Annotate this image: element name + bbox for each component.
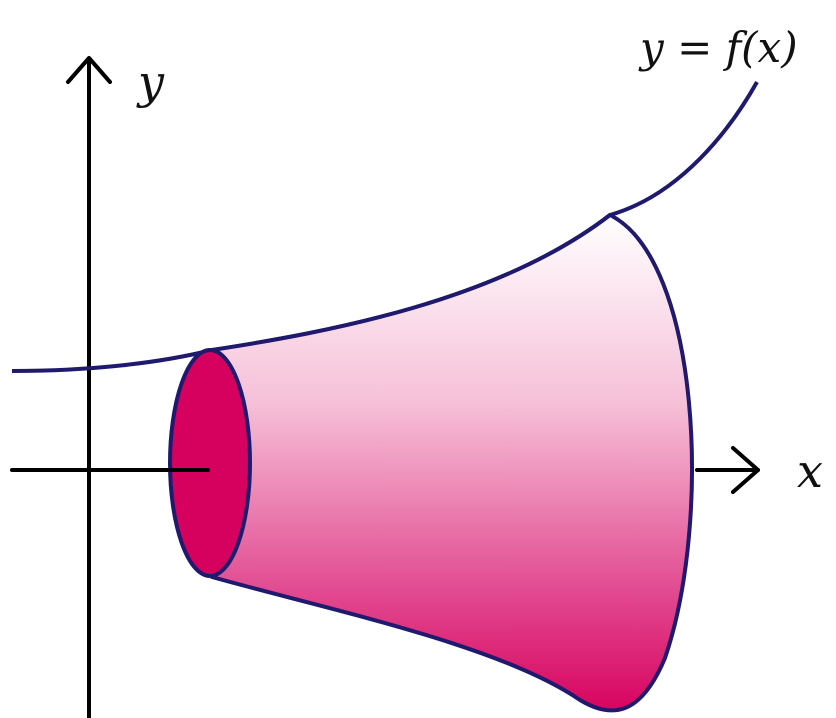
curve-label: y = f(x)	[638, 23, 798, 72]
arrow-up-icon	[66, 56, 112, 84]
end-disk	[168, 348, 252, 578]
arrow-right-icon	[731, 446, 760, 494]
x-axis-label: x	[797, 444, 823, 498]
y-axis-label: y	[136, 55, 165, 109]
solid-body	[210, 213, 694, 713]
